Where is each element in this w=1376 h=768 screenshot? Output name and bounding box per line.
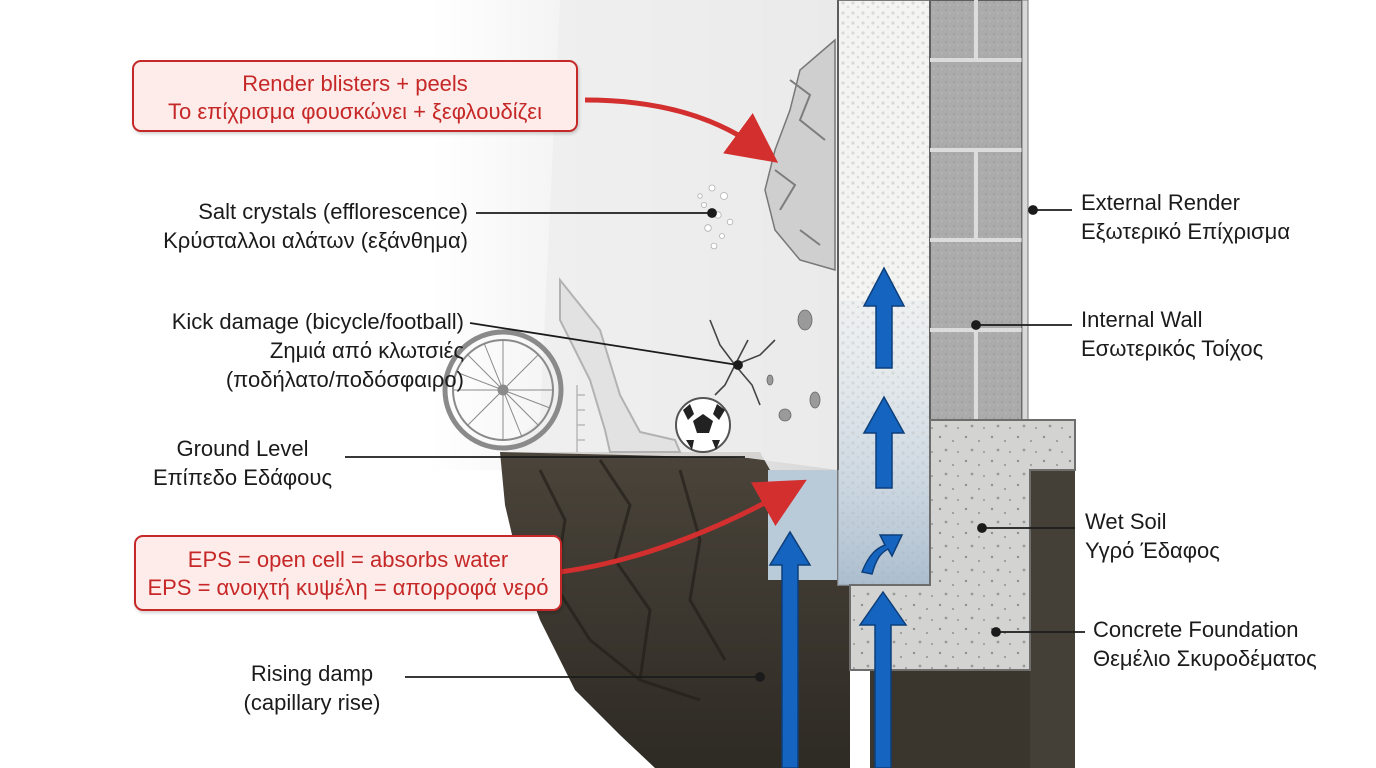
salt-crystals-icon: [697, 184, 734, 250]
kick-damage-el-1: Ζημιά από κλωτσιές: [269, 338, 464, 363]
ground-level-el: Επίπεδο Εδάφους: [152, 465, 333, 490]
external-render-label: External Render Εξωτερικό Επίχρισμα: [1081, 188, 1290, 246]
external-render-en: External Render: [1081, 190, 1240, 215]
soil-right: [870, 670, 1030, 768]
kick-damage-en: Kick damage (bicycle/football): [171, 309, 464, 334]
arrow-soil-left: [768, 530, 812, 768]
eps-callout-arrow: [559, 479, 807, 575]
measuring-ruler: [576, 385, 585, 452]
eps-en: EPS = open cell = absorbs water: [187, 547, 509, 572]
eps-el: EPS = ανοιχτή κυψέλη = απορροφά νερό: [147, 575, 549, 600]
bicycle-wheel-icon: [442, 329, 564, 451]
soil-right-side: [1030, 470, 1075, 768]
leg-icon: [559, 277, 682, 453]
ground-level-en: Ground Level: [176, 436, 309, 461]
arrow-eps-curve: [860, 534, 904, 575]
blister-callout-arrow: [584, 97, 779, 163]
arrow-foundation: [858, 590, 908, 768]
external-render-el: Εξωτερικό Επίχρισμα: [1081, 219, 1291, 244]
internal-wall-label: Internal Wall Εσωτερικός Τοίχος: [1081, 305, 1263, 363]
rising-damp-arrows: [768, 266, 908, 768]
render-blister: [764, 38, 836, 271]
ground-level-label: Ground Level Επίπεδο Εδάφους: [140, 434, 345, 492]
concrete-foundation: [849, 419, 1076, 671]
arrow-eps-2: [862, 266, 906, 369]
concrete-foundation-label: Concrete Foundation Θεμέλιο Σκυροδέματος: [1093, 615, 1317, 673]
wet-soil-en: Wet Soil: [1085, 509, 1167, 534]
rising-damp-en-2: (capillary rise): [243, 690, 381, 715]
salt-crystals-en: Salt crystals (efflorescence): [198, 199, 468, 224]
render-blisters-callout: Render blisters + peels Το επίχρισμα φου…: [132, 60, 578, 132]
salt-crystals-el: Κρύσταλλοι αλάτων (εξάνθημα): [163, 228, 468, 253]
inner-plaster: [1021, 0, 1029, 421]
concrete-foundation-en: Concrete Foundation: [1093, 617, 1299, 642]
kick-damage-cracks: [709, 319, 776, 406]
salt-crystals-label: Salt crystals (efflorescence) Κρύσταλλοι…: [163, 197, 468, 255]
blister-crack-lines: [774, 79, 826, 246]
render-blisters-en: Render blisters + peels: [242, 71, 468, 96]
football-icon: [675, 397, 731, 453]
wet-soil-label: Wet Soil Υγρό Έδαφος: [1085, 507, 1220, 565]
render-blisters-el: Το επίχρισμα φουσκώνει + ξεφλουδίζει: [167, 99, 543, 124]
concrete-foundation-el: Θεμέλιο Σκυροδέματος: [1093, 646, 1317, 671]
leader-lines: [345, 205, 1085, 682]
impact-chips: [766, 309, 821, 422]
kick-damage-label: Kick damage (bicycle/football) Ζημιά από…: [172, 307, 464, 394]
arrow-eps-1: [862, 395, 906, 489]
rising-damp-label: Rising damp (capillary rise): [222, 659, 402, 717]
block-joints: [930, 0, 1022, 420]
kick-damage-el-2: (ποδήλατο/ποδόσφαιρο): [225, 367, 464, 392]
eps-callout: EPS = open cell = absorbs water EPS = αν…: [134, 535, 562, 611]
internal-wall-el: Εσωτερικός Τοίχος: [1081, 336, 1264, 361]
internal-wall-en: Internal Wall: [1081, 307, 1203, 332]
wet-soil-el: Υγρό Έδαφος: [1085, 538, 1220, 563]
rising-damp-en: Rising damp: [250, 661, 374, 686]
wet-soil-mass: [500, 452, 850, 768]
